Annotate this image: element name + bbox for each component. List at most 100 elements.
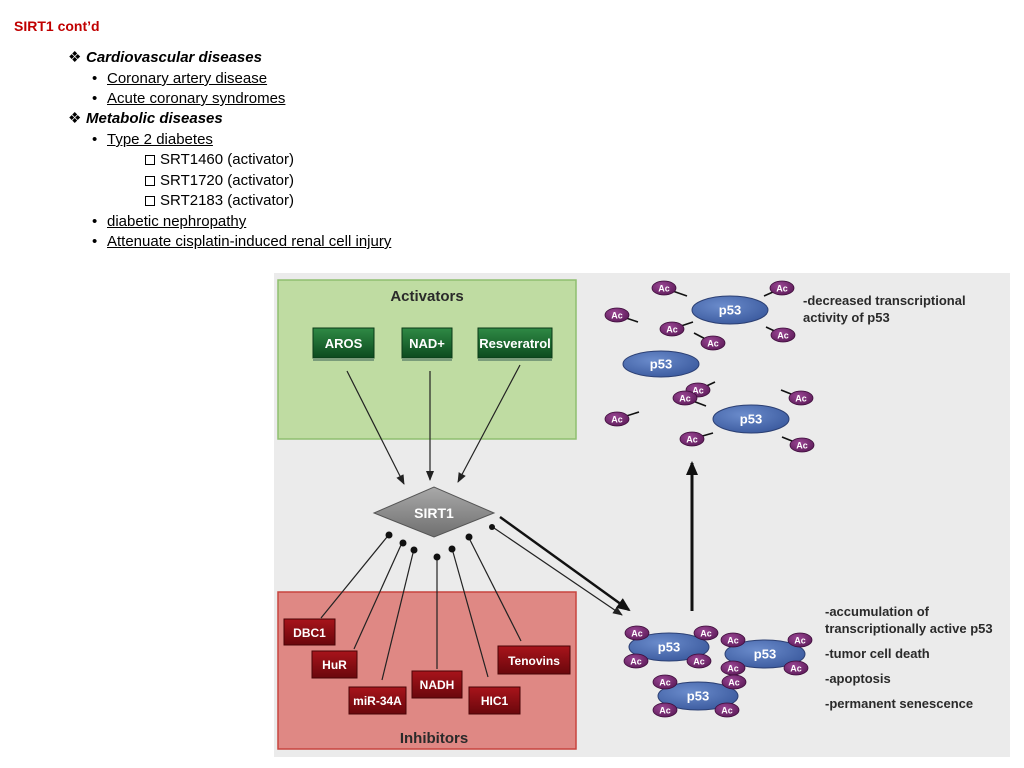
acetyl-group: Ac	[720, 660, 746, 676]
svg-text:NADH: NADH	[420, 678, 455, 692]
arrow-aros-sirt1	[346, 370, 405, 485]
sirt1-p53-diagram: Activators AROS NAD+ Resveratrol SIRT1 I…	[274, 273, 1010, 757]
acetyl-group: Ac	[686, 653, 712, 669]
checkbox-bullet-icon	[145, 176, 155, 186]
svg-text:HuR: HuR	[322, 658, 347, 672]
inhibitor-tenovins: Tenovins	[497, 645, 571, 675]
svg-text:Ac: Ac	[721, 706, 733, 716]
list-item-cardiovascular: ❖Cardiovascular diseases	[68, 49, 262, 66]
p53-molecule: p53	[724, 639, 806, 669]
svg-text:Ac: Ac	[659, 678, 671, 688]
dot-bullet-icon: •	[92, 90, 98, 107]
svg-text:-tumor cell death: -tumor cell death	[825, 646, 930, 661]
arrow-resveratrol-sirt1	[457, 364, 521, 483]
list-item-srt1720: SRT1720 (activator)	[145, 171, 294, 191]
list-item-cisplatin: •Attenuate cisplatin-induced renal cell …	[92, 233, 392, 250]
dot-bullet-icon: •	[92, 70, 98, 87]
p53-molecule: p53	[691, 295, 769, 325]
list-item-srt2183: SRT2183 (activator)	[145, 191, 294, 211]
acetyl-group: Ac	[672, 390, 707, 407]
svg-text:p53: p53	[719, 303, 741, 318]
svg-text:-apoptosis: -apoptosis	[825, 671, 891, 686]
dot-bullet-icon: •	[92, 131, 98, 148]
svg-text:p53: p53	[754, 647, 776, 662]
inhibit-line-tenovins	[469, 539, 522, 642]
svg-text:p53: p53	[740, 412, 762, 427]
acetyl-group: Ac	[721, 674, 747, 690]
svg-text:-accumulation of: -accumulation of	[825, 604, 930, 619]
acetyl-group: Ac	[604, 307, 639, 323]
acetyl-group: Ac	[623, 653, 649, 669]
acetyl-group: Ac	[652, 674, 678, 690]
svg-text:Ac: Ac	[790, 664, 802, 674]
acetyl-group: Ac	[787, 632, 813, 648]
dot-bullet-icon: •	[92, 213, 98, 230]
dot-bullet-icon: •	[92, 233, 98, 250]
svg-text:Ac: Ac	[692, 386, 704, 396]
acetyl-group: Ac	[651, 280, 688, 297]
activators-title: Activators	[390, 288, 463, 305]
acetyl-group: Ac	[780, 389, 814, 406]
svg-text:Tenovins: Tenovins	[508, 654, 560, 668]
svg-text:Ac: Ac	[795, 394, 807, 404]
diamond-bullet-icon: ❖	[68, 49, 82, 66]
svg-text:Ac: Ac	[728, 678, 740, 688]
arrow-sirt1-p53-thin	[493, 527, 623, 616]
svg-text:AROS: AROS	[325, 336, 363, 351]
acetyl-group: Ac	[693, 332, 726, 351]
svg-text:SIRT1: SIRT1	[414, 505, 454, 521]
diamond-bullet-icon: ❖	[68, 110, 82, 127]
checkbox-bullet-icon	[145, 196, 155, 206]
acetyl-group: Ac	[624, 625, 650, 641]
svg-text:Ac: Ac	[794, 636, 806, 646]
inhibitor-hic1: HIC1	[468, 686, 521, 715]
svg-text:p53: p53	[658, 640, 680, 655]
acetyl-group: Ac	[693, 625, 719, 641]
svg-text:Ac: Ac	[659, 706, 671, 716]
svg-text:transcriptionally active p53: transcriptionally active p53	[825, 621, 993, 636]
inhibitor-hur: HuR	[311, 650, 358, 679]
acetyl-group: Ac	[652, 702, 678, 718]
svg-text:Ac: Ac	[679, 394, 691, 404]
svg-text:Ac: Ac	[777, 331, 789, 341]
svg-text:NAD+: NAD+	[409, 336, 445, 351]
checkbox-bullet-icon	[145, 155, 155, 165]
inhibitor-mir34a: miR-34A	[348, 686, 407, 715]
svg-text:-permanent senescence: -permanent senescence	[825, 696, 973, 711]
svg-text:Ac: Ac	[693, 657, 705, 667]
note-active-p53: -accumulation of transcriptionally activ…	[825, 604, 993, 711]
svg-text:HIC1: HIC1	[481, 694, 509, 708]
p53-molecule: p53	[628, 632, 710, 662]
slide-title: SIRT1 cont’d	[14, 18, 100, 34]
acetyl-group: Ac	[659, 321, 694, 337]
svg-text:Ac: Ac	[727, 636, 739, 646]
svg-text:Ac: Ac	[666, 325, 678, 335]
acetyl-group: Ac	[714, 702, 740, 718]
list-item-nephropathy: •diabetic nephropathy	[92, 213, 247, 230]
svg-text:-decreased transcriptional: -decreased transcriptional	[803, 293, 966, 308]
svg-text:Ac: Ac	[686, 435, 698, 445]
arrow-sirt1-p53-thick	[499, 515, 631, 612]
inhibitor-nadh: NADH	[411, 670, 463, 699]
svg-text:Resveratrol: Resveratrol	[479, 336, 551, 351]
acetyl-group: Ac	[783, 660, 809, 676]
inhibitor-dbc1: DBC1	[283, 618, 336, 646]
acetyl-group: Ac	[720, 632, 746, 648]
svg-text:Ac: Ac	[700, 629, 712, 639]
inhibitors-title: Inhibitors	[400, 730, 468, 747]
p53-molecule: p53	[622, 350, 700, 378]
svg-text:Ac: Ac	[707, 339, 719, 349]
inhibit-line-dbc1	[320, 536, 388, 619]
list-item-coronary: •Coronary artery disease	[92, 70, 268, 87]
acetyl-group: Ac	[604, 411, 640, 427]
svg-text:Ac: Ac	[611, 415, 623, 425]
svg-text:p53: p53	[687, 689, 709, 704]
svg-text:Ac: Ac	[776, 284, 788, 294]
acetyl-group: Ac	[781, 436, 815, 453]
inhibit-line-hur	[353, 544, 402, 650]
svg-text:p53: p53	[650, 357, 672, 372]
list-item-acute: •Acute coronary syndromes	[92, 90, 286, 107]
svg-text:Ac: Ac	[611, 311, 623, 321]
inhibit-line-hic1	[452, 551, 489, 678]
